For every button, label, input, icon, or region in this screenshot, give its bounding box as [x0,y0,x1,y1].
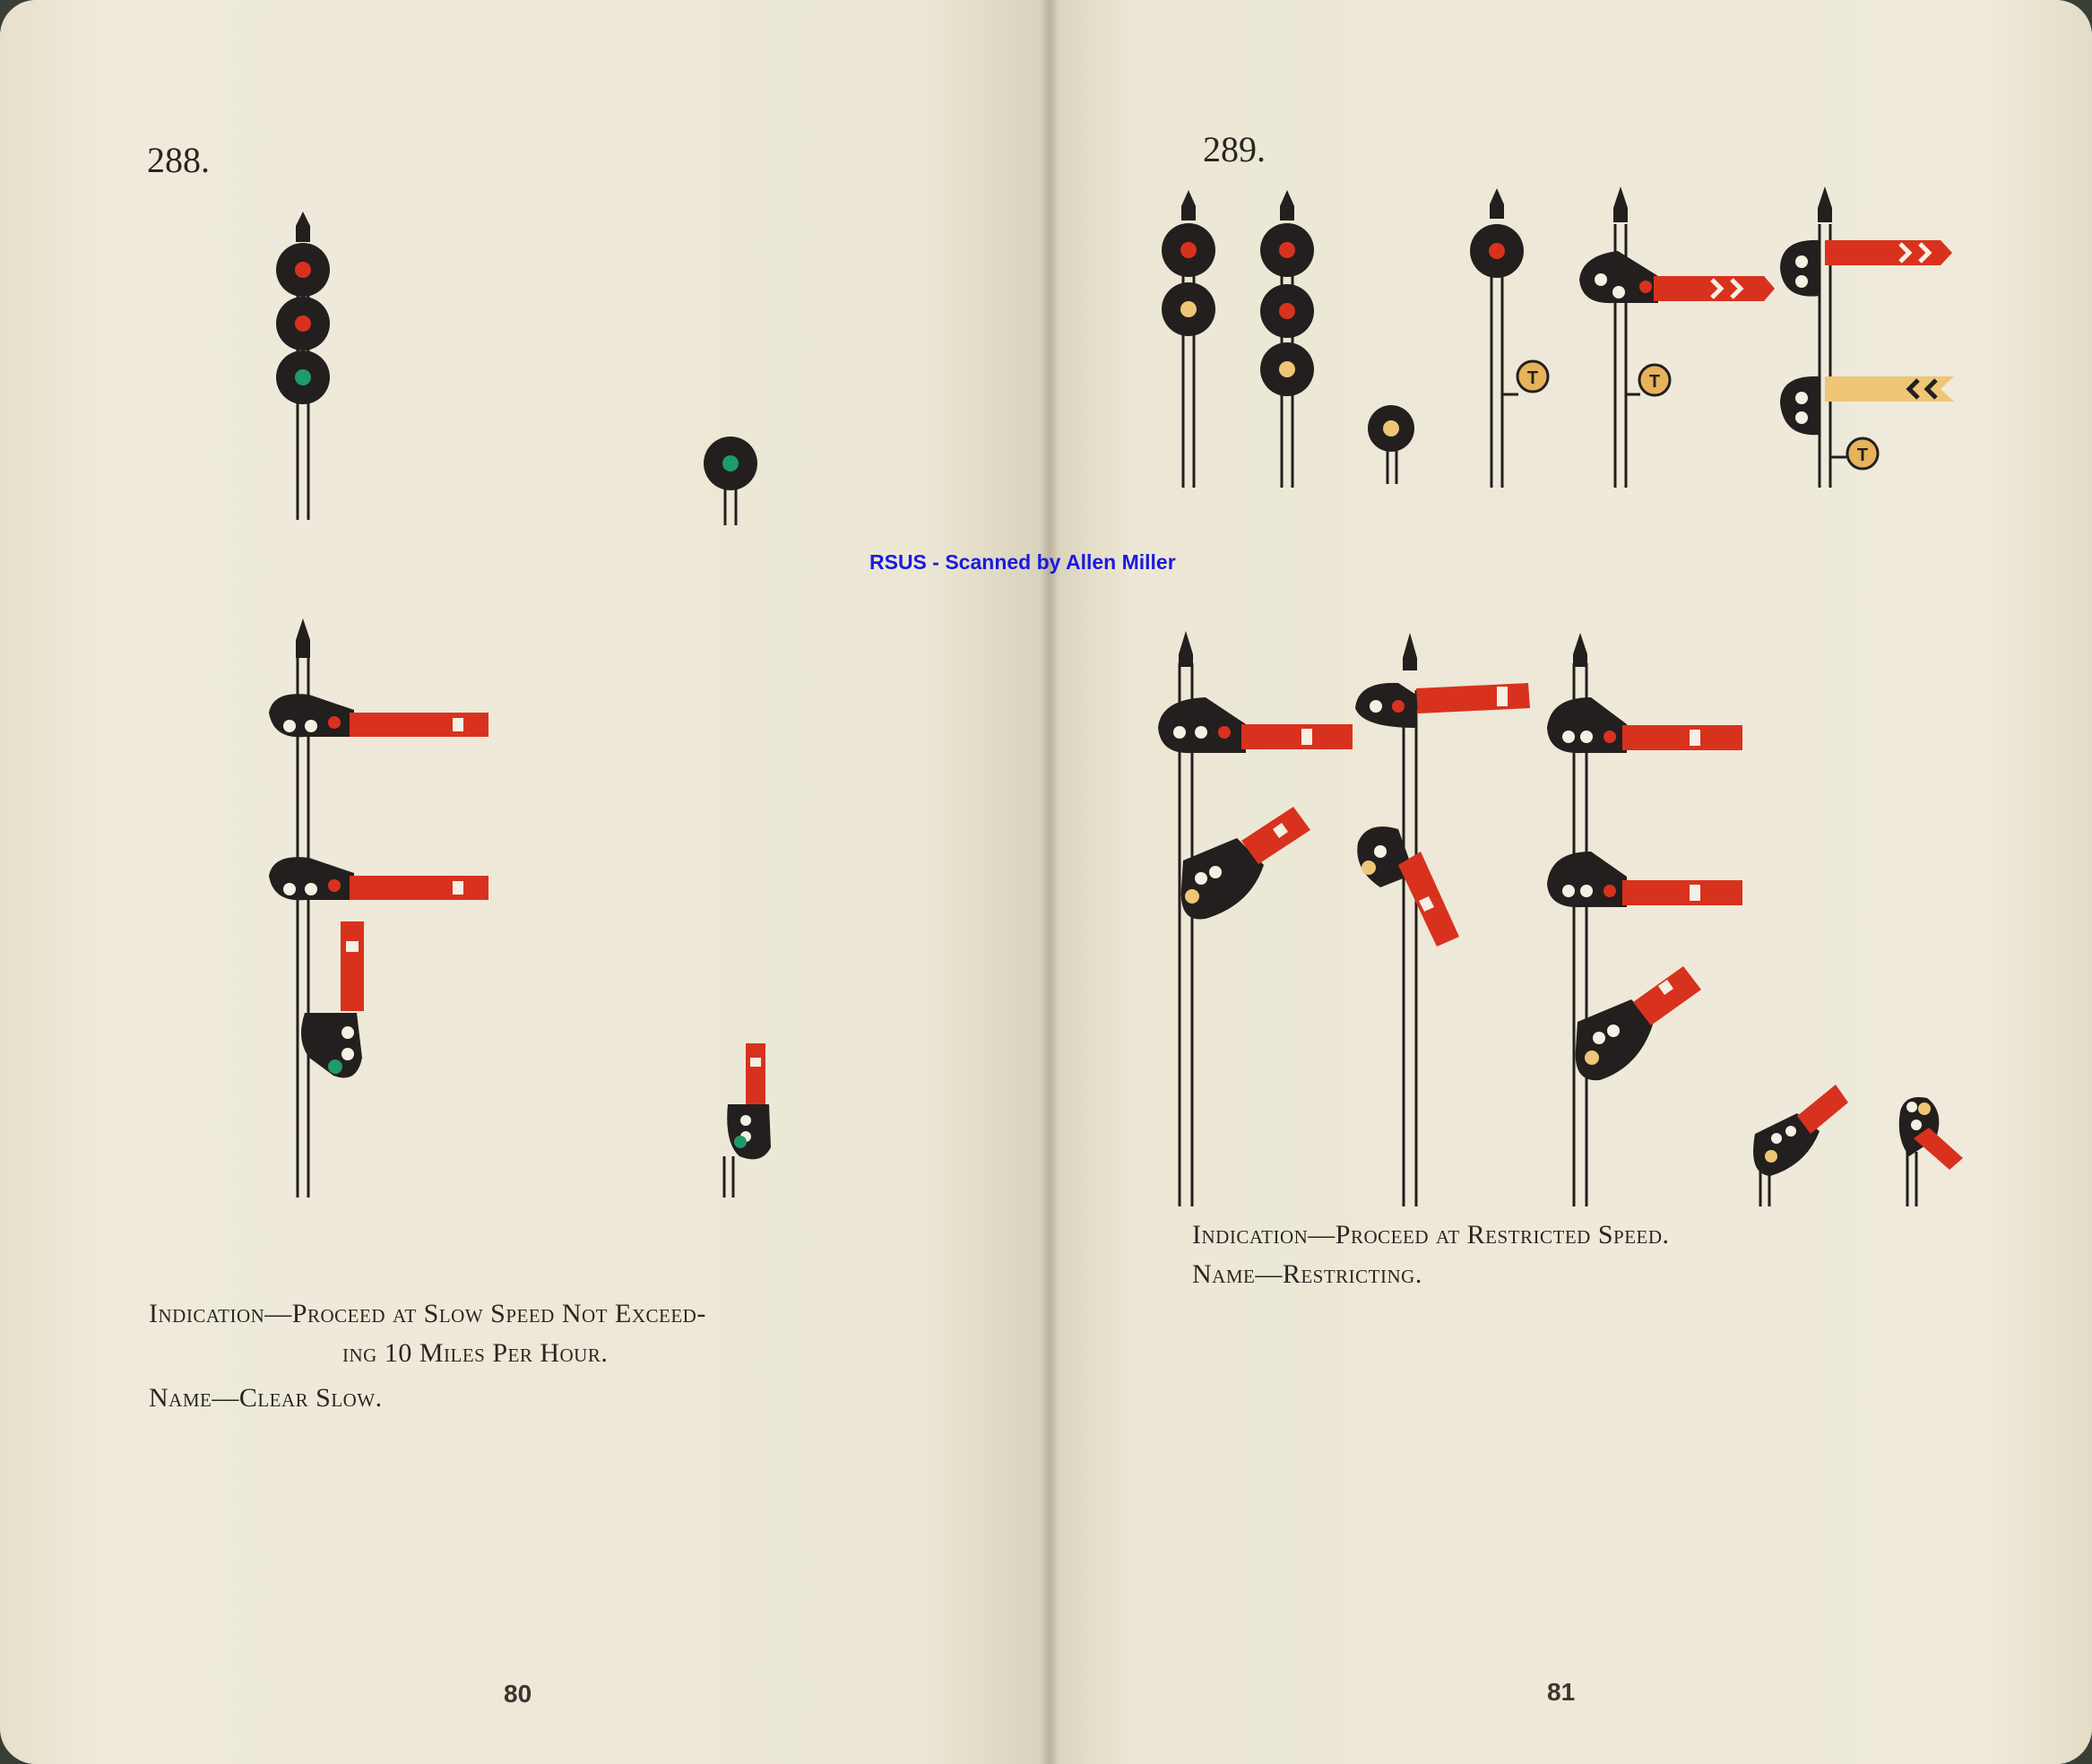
left-caption-line-2: ing 10 Miles Per Hour. [342,1338,609,1368]
dwarf-semaphore-signal [722,1043,771,1198]
page-number-80: 80 [504,1680,532,1708]
semaphore-signal-three-arm [269,618,488,1198]
figure-number-288: 288. [147,140,210,180]
semaphore-signal-restricting-a [1158,631,1353,1206]
dwarf-semaphore-restricting-b [1898,1097,1963,1206]
color-light-signal-three-aspect-restricting [1260,190,1314,488]
semaphore-signal-two-arm-t-plate: T [1780,186,1954,488]
scan-watermark: RSUS - Scanned by Allen Miller [869,550,1176,574]
left-caption: Indication—Proceed at Slow Speed Not Exc… [149,1294,920,1418]
right-caption-line-1: Indication—Proceed at Restricted Speed. [1192,1220,1670,1250]
page-number-81: 81 [1547,1678,1576,1706]
color-light-signal-three-aspect [276,212,330,520]
right-caption: Indication—Proceed at Restricted Speed. … [1192,1215,1909,1294]
left-page [0,0,1049,1764]
semaphore-signal-restricting-c [1547,633,1742,1206]
color-light-signal-with-t-plate: T [1470,188,1550,488]
t-plate-letter-2: T [1649,372,1660,392]
t-plate-letter-3: T [1857,445,1868,465]
right-caption-name: Name—Restricting. [1192,1259,1422,1289]
semaphore-signal-restricting-b [1355,633,1530,1206]
color-light-signal-two-aspect [1162,190,1215,488]
dwarf-light-signal-yellow [1368,405,1414,484]
left-caption-name: Name—Clear Slow. [149,1383,383,1413]
left-caption-line-1: Indication—Proceed at Slow Speed Not Exc… [149,1299,706,1328]
figure-number-289: 289. [1203,129,1266,169]
dwarf-semaphore-restricting-a [1753,1085,1848,1206]
dwarf-light-signal [704,437,757,525]
book-gutter [1040,0,1059,1764]
semaphore-signal-upper-quadrant-t-plate: T [1579,186,1775,488]
t-plate-letter: T [1527,368,1538,388]
